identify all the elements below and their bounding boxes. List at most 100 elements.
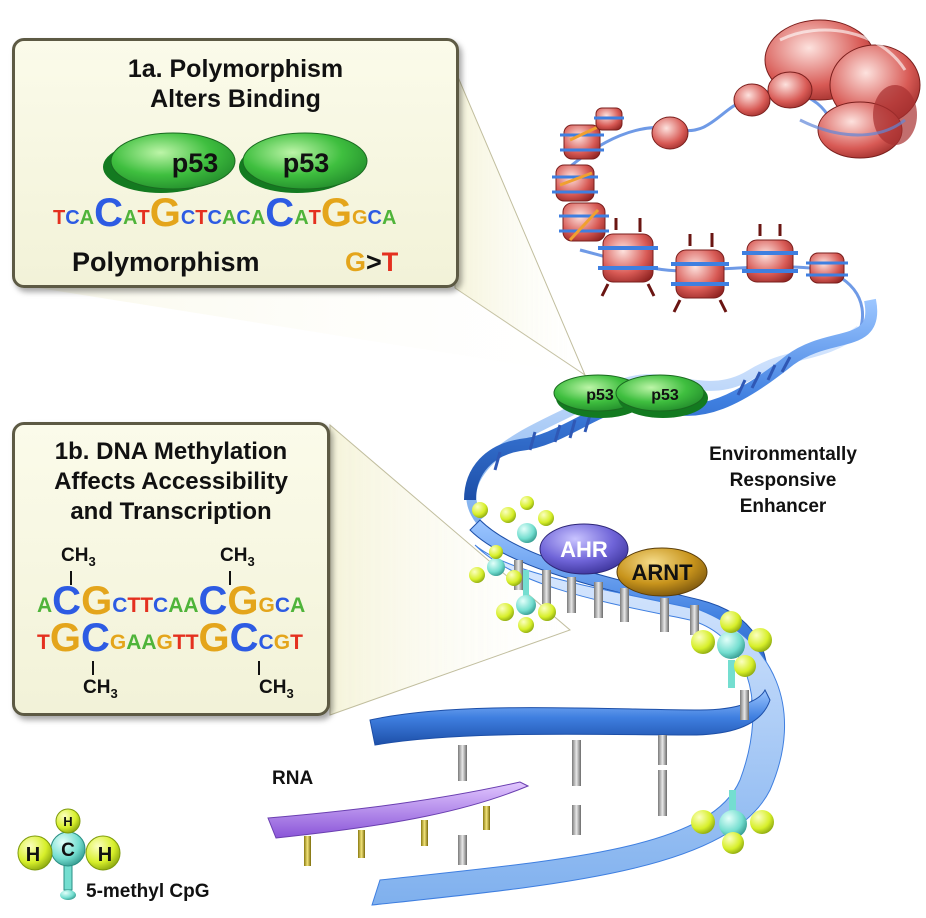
nucleosome <box>806 252 848 284</box>
nucleotide-c: C <box>198 579 228 623</box>
nucleosome <box>671 233 729 313</box>
nucleotide-a: A <box>126 631 142 654</box>
nucleosome <box>594 107 624 131</box>
methyl-group <box>496 570 556 633</box>
rna-label: RNA <box>272 768 314 789</box>
nucleotide-a: A <box>79 207 95 229</box>
nucleotide-c: C <box>207 207 222 229</box>
nucleotide-a: A <box>290 594 306 617</box>
nucleosome <box>560 124 604 160</box>
nucleotide-a: A <box>221 207 237 229</box>
ahr-label: AHR <box>560 537 608 562</box>
methyl-bottom-left: CH3 <box>83 677 118 701</box>
nucleotide-t: T <box>172 631 186 654</box>
nucleotide-c: C <box>265 191 295 235</box>
nucleotide-c: C <box>236 207 251 229</box>
p53-callout-label-right: p53 <box>283 148 330 178</box>
polymorphism-label: Polymorphism <box>72 247 260 277</box>
hydrogen-top: H <box>63 814 72 829</box>
nucleotide-g: G <box>258 594 275 617</box>
nucleotide-t: T <box>308 207 321 229</box>
allele-to: T <box>381 247 399 277</box>
methyl-top-left: CH3 <box>61 545 96 569</box>
methyl-bond <box>258 661 260 675</box>
nucleotide-c: C <box>229 616 259 660</box>
nucleotide-g: G <box>320 191 352 235</box>
panel-1a: 1a. Polymorphism Alters Binding p53 p53 … <box>12 38 459 288</box>
nucleotide-a: A <box>382 207 397 229</box>
methyl-cpg-legend-label: 5-methyl CpG <box>86 881 210 902</box>
methyl-group <box>469 545 522 586</box>
allele-change: G>T <box>345 247 398 278</box>
nucleotide-g: G <box>198 616 230 660</box>
nucleotide-g: G <box>351 207 368 229</box>
nucleotide-a: A <box>250 207 266 229</box>
nucleotide-a: A <box>37 594 53 617</box>
nucleotide-a: A <box>183 594 199 617</box>
nucleotide-c: C <box>52 579 82 623</box>
panel-1b: 1b. DNA Methylation Affects Accessibilit… <box>12 422 330 716</box>
arnt-label: ARNT <box>631 560 693 585</box>
condensed-chromatin <box>764 19 921 159</box>
methyl-bond <box>70 571 72 585</box>
nucleotide-c: C <box>258 631 274 654</box>
nucleotide-c: C <box>112 594 128 617</box>
allele-separator: > <box>366 247 382 277</box>
p53-dimer-enhancer: p53 p53 <box>553 374 708 418</box>
panel-1b-title-line3: and Transcription <box>70 498 272 525</box>
enhancer-label: Environmentally Responsive Enhancer <box>709 444 857 517</box>
nucleotide-a: A <box>294 207 309 229</box>
nucleotide-g: G <box>109 631 127 654</box>
nucleotide-a: A <box>123 207 138 229</box>
nucleotide-t: T <box>37 631 50 654</box>
panel-1a-title-line2: Alters Binding <box>150 85 321 113</box>
methyl-group <box>472 496 554 543</box>
ahr-protein: AHR <box>539 523 629 575</box>
nucleotide-a: A <box>141 631 157 654</box>
nucleotide-g: G <box>156 631 173 654</box>
nucleotide-t: T <box>140 594 154 617</box>
allele-from: G <box>345 247 367 277</box>
arnt-protein: ARNT <box>616 547 708 597</box>
panel-1b-title-line1: 1b. DNA Methylation <box>54 438 288 465</box>
nucleotide-t: T <box>290 631 303 654</box>
nucleotide-t: T <box>127 594 141 617</box>
nucleotide-c: C <box>65 207 80 229</box>
nucleosome <box>552 164 598 202</box>
nucleotide-c: C <box>180 207 196 229</box>
nucleotide-g: G <box>49 616 81 660</box>
panel-1b-title-line2: Affects Accessibility <box>54 468 288 495</box>
panel-1a-title-line1: 1a. Polymorphism <box>127 55 344 83</box>
callout-cone-1a-lower <box>20 285 585 375</box>
nucleosome <box>651 116 689 150</box>
p53-dimer-callout: p53 p53 <box>103 132 368 193</box>
nucleotide-g: G <box>273 631 291 654</box>
nucleotide-g: G <box>81 579 113 623</box>
nucleotide-t: T <box>195 207 208 229</box>
transcription-ribbon <box>369 519 785 906</box>
nucleotide-t: T <box>137 207 150 229</box>
methyl-bond <box>92 661 94 675</box>
nucleotide-t: T <box>185 631 199 654</box>
nucleosome-array <box>552 107 848 313</box>
p53-binding-sequence: TCACATGCTCACACATGGCA <box>53 191 396 236</box>
methyl-bond <box>229 571 231 585</box>
nucleosome <box>598 218 658 297</box>
nucleotide-g: G <box>227 579 259 623</box>
p53-label-left: p53 <box>586 387 614 404</box>
hydrogen-left: H <box>26 844 40 866</box>
hydrogen-right: H <box>98 844 112 866</box>
cpg-top-strand: ACGCTTCAACGGCA <box>37 579 305 624</box>
p53-label-right: p53 <box>651 387 679 404</box>
carbon-center: C <box>61 840 75 861</box>
p53-callout-label-left: p53 <box>172 148 219 178</box>
nucleotide-c: C <box>367 207 382 229</box>
nucleotide-c: C <box>153 594 169 617</box>
methyl-top-right: CH3 <box>220 545 255 569</box>
callout-cone-1b <box>329 423 571 716</box>
nucleosome <box>733 83 771 117</box>
nucleosome <box>742 224 798 283</box>
nucleotide-c: C <box>274 594 291 617</box>
nucleotide-c: C <box>94 191 124 235</box>
